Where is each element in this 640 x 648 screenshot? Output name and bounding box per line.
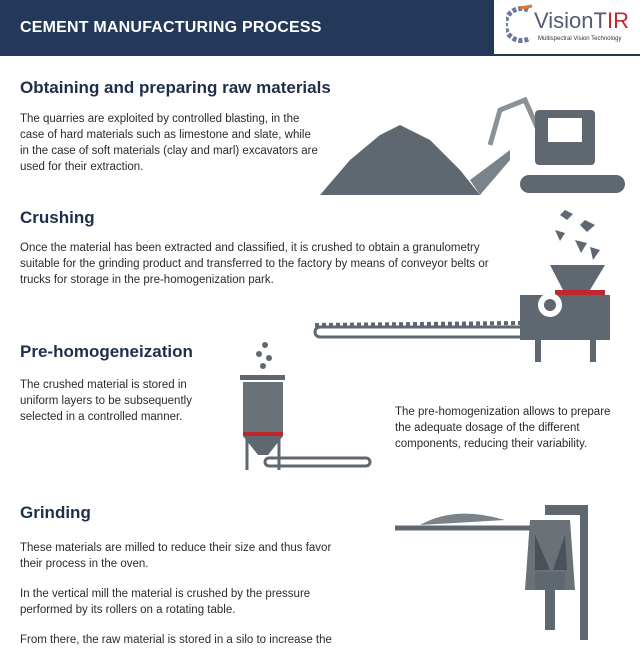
section-title-crushing: Crushing <box>20 208 95 227</box>
section-text-grinding-2: In the vertical mill the material is cru… <box>20 588 311 616</box>
header-bar: CEMENT MANUFACTURING PROCESS <box>0 0 494 56</box>
logo: VisionTIR Multispectral Vision Technolog… <box>494 0 640 56</box>
logo-mark-icon <box>506 4 533 44</box>
section-title-prehomogenization: Pre-homogeneization <box>20 342 193 361</box>
excavator-quarry-illustration <box>320 96 625 195</box>
section-title-raw-materials: Obtaining and preparing raw materials <box>20 78 331 97</box>
section-text-grinding-3: From there, the raw material is stored i… <box>20 634 332 646</box>
page-title: CEMENT MANUFACTURING PROCESS <box>20 19 322 36</box>
section-text-prehomogenization-2: The pre-homogenization allows to prepare… <box>395 406 611 450</box>
section-text-crushing: Once the material has been extracted and… <box>20 242 489 286</box>
crusher-conveyor-illustration <box>313 210 610 362</box>
section-text-grinding: These materials are milled to reduce the… <box>20 542 332 570</box>
vertical-mill-illustration <box>395 505 588 640</box>
section-text-raw-materials: The quarries are exploited by controlled… <box>20 113 318 173</box>
silo-conveyor-illustration <box>240 342 372 470</box>
section-text-prehomogenization: The crushed material is stored in unifor… <box>20 379 192 423</box>
section-title-grinding: Grinding <box>20 503 91 522</box>
